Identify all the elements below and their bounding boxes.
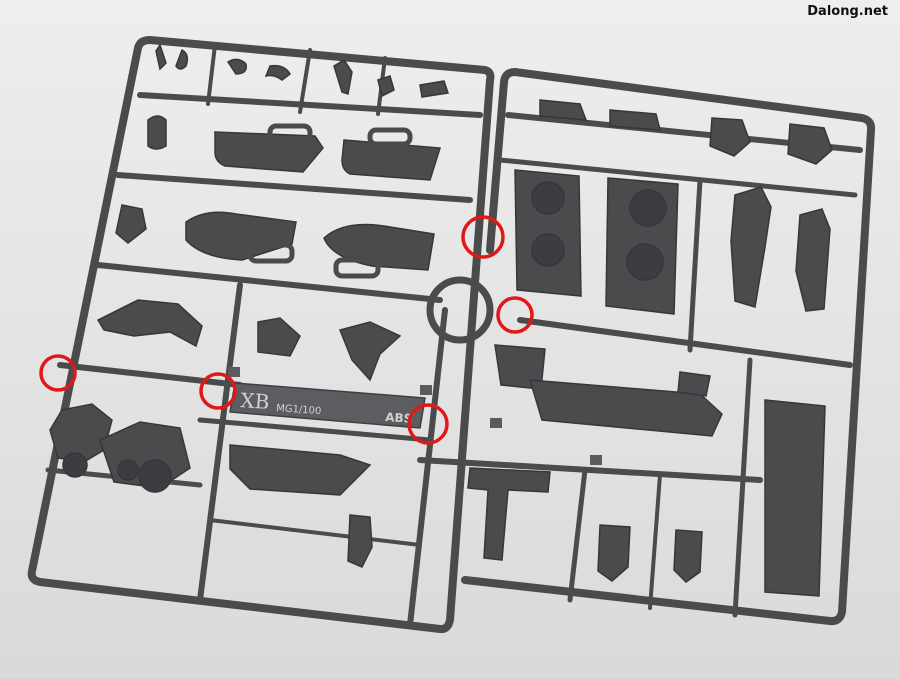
right-runner-v3 [567,467,588,603]
highlight-circle [496,296,534,334]
sprue-label-plate: XB MG1/100 ABS [229,382,426,429]
part-weapon-a [229,444,372,496]
left-runner-3 [95,262,443,303]
part-cylinder-block-a [514,169,582,297]
part-block-port-c [138,459,172,493]
part-cylinder-b1 [629,189,667,227]
part-comb-a [539,99,588,121]
left-runner-7 [208,518,422,547]
right-outer-frame [461,68,876,626]
left-parts [49,43,449,568]
part-comb-b [609,109,661,131]
left-runner-6 [197,417,433,443]
right-parts [467,99,833,597]
part-block-port-b [117,459,139,481]
right-runner-v2 [732,357,753,618]
sprue-material: ABS [385,410,413,426]
part-frame-a [257,317,301,357]
part-small-3 [226,58,248,75]
part-shoulder-a [147,115,167,150]
part-small-7 [419,80,449,98]
highlight-circle [407,403,449,445]
part-cylinder-a2 [531,233,565,267]
part-plate-b-handle [367,127,413,147]
right-runner-4 [417,457,763,483]
part-hex-b [787,123,833,165]
part-block-port-a [62,452,88,478]
right-runner-2 [497,157,858,198]
watermark: Dalong.net [807,4,888,19]
part-arm-b [795,208,831,312]
part-small-8 [115,204,147,244]
highlight-circle [199,372,237,410]
left-runner-v2 [407,307,448,628]
sprue-letters: XB [240,388,271,414]
part-hex-a [709,117,751,157]
part-small-1 [155,43,167,71]
left-runner-v3 [298,48,312,114]
part-small-4 [264,64,291,81]
highlight-circles [39,215,534,445]
left-runner-2 [115,172,473,203]
left-sprue [27,36,495,634]
part-grip-b [673,529,703,583]
part-tread [528,379,723,437]
part-cylinder-a1 [531,181,565,215]
part-grip-a [597,524,631,582]
left-runner-4 [57,362,243,388]
part-small-9 [347,514,373,568]
center-ring [426,276,494,344]
part-number-tag [228,367,240,377]
part-arm-a [730,186,772,308]
highlight-circle [461,215,505,259]
part-armor-a [185,211,297,261]
part-small-2 [175,48,189,70]
part-barrel [467,467,551,561]
part-plate-a-handle [267,123,313,143]
part-small-5 [333,58,353,95]
left-runner-v1 [197,282,243,603]
part-number-tag [590,455,602,465]
part-column [764,399,826,597]
sprue-model: MG1/100 [276,403,322,417]
part-cylinder-b2 [626,243,664,281]
part-number-tag [490,418,502,428]
left-outer-frame [27,36,495,634]
right-runner-v4 [648,473,662,610]
part-collar [96,299,203,348]
highlight-circle [39,354,77,392]
part-plate-b [341,139,441,181]
part-block-a [49,403,113,463]
left-runner-v4 [206,43,217,106]
part-armor-b-handle [333,257,381,279]
part-tread-end [677,371,711,397]
part-armor-a-handle [247,242,295,264]
part-number-tag [420,385,432,395]
right-frame-left-edge [486,68,519,254]
right-runner-3 [517,317,853,368]
left-runner-1 [137,92,483,118]
part-frame-b [338,321,402,382]
right-runner-v1 [687,177,703,353]
part-small-6 [377,75,395,98]
part-number-tags [228,367,602,465]
